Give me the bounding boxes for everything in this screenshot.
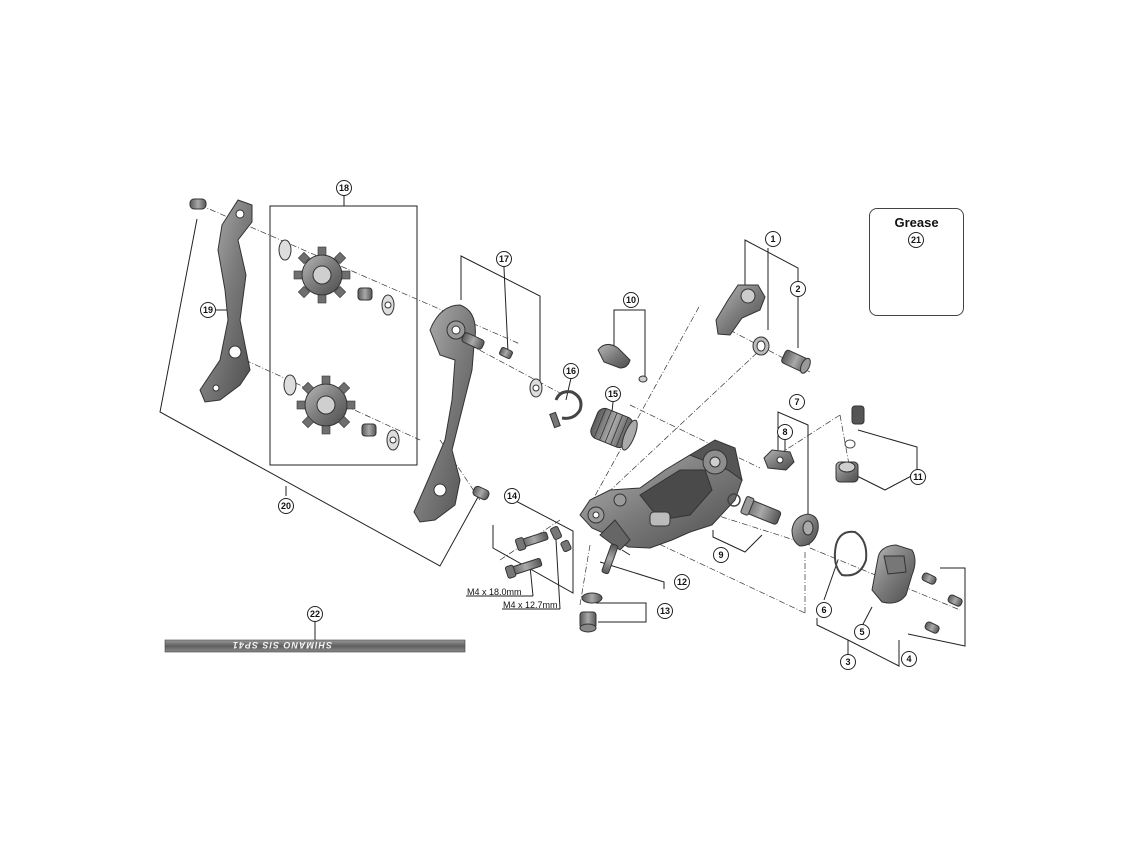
cover-screws (921, 572, 963, 634)
axle (727, 493, 782, 525)
bolt-note-long: M4 x 18.0mm (467, 587, 522, 597)
callout-13: 13 (657, 603, 673, 619)
grease-title: Grease (894, 215, 939, 230)
callout-21: 21 (908, 232, 924, 248)
b-link-assembly (715, 284, 811, 374)
stopper-cap (835, 405, 865, 483)
pin-and-stop (579, 543, 619, 633)
callout-15: 15 (605, 386, 621, 402)
leader-lines (159, 195, 966, 667)
callout-9: 9 (713, 547, 729, 563)
callout-2: 2 (790, 281, 806, 297)
callout-18: 18 (336, 180, 352, 196)
callout-7: 7 (789, 394, 805, 410)
gasket-and-cover (833, 530, 916, 604)
grease-box: Grease (869, 208, 964, 316)
shift-cable (164, 639, 466, 653)
guide-pulley-set (278, 239, 400, 451)
callout-14: 14 (504, 488, 520, 504)
callout-10: 10 (623, 292, 639, 308)
callout-12: 12 (674, 574, 690, 590)
callout-8: 8 (777, 424, 793, 440)
bolts (504, 526, 572, 579)
outer-cage-plate (199, 199, 253, 403)
callout-11: 11 (910, 469, 926, 485)
callout-17: 17 (496, 251, 512, 267)
bolt-note-short: M4 x 12.7mm (503, 600, 558, 610)
cage-screws (189, 198, 490, 501)
callout-5: 5 (854, 624, 870, 640)
callout-6: 6 (816, 602, 832, 618)
spring-and-clip (549, 390, 638, 451)
derailleur-body (579, 439, 743, 551)
callout-1: 1 (765, 231, 781, 247)
callout-4: 4 (901, 651, 917, 667)
callout-19: 19 (200, 302, 216, 318)
callout-22: 22 (307, 606, 323, 622)
adjust-bolt (597, 344, 648, 383)
callout-16: 16 (563, 363, 579, 379)
callout-20: 20 (278, 498, 294, 514)
adjuster-parts (763, 449, 819, 547)
inner-cage-plate (413, 304, 543, 523)
callout-3: 3 (840, 654, 856, 670)
cable-print: SHIMANO SIS SP41 (232, 640, 333, 650)
